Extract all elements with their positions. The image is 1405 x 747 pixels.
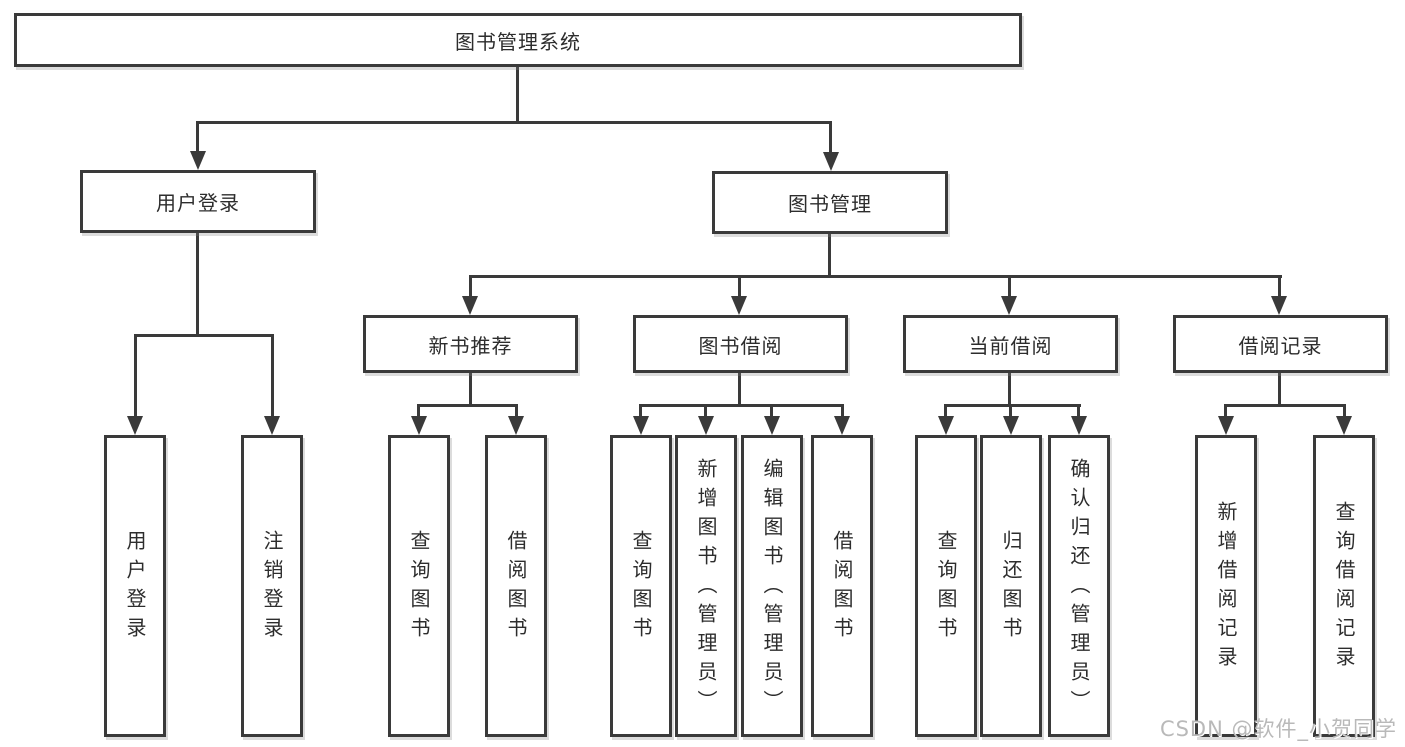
leaf-confirm-return-admin: 确认归还（管理员） — [1048, 435, 1110, 737]
connector-level3-stem-line — [1008, 275, 1011, 298]
connector-leaf-stem-line — [944, 404, 947, 418]
leaf-user-login: 用户登录 — [104, 435, 166, 737]
arrow-down-icon — [1336, 416, 1352, 435]
leaf-query-books-current: 查询图书 — [915, 435, 977, 737]
connector-leaf-stem-line — [1343, 404, 1346, 418]
arrow-down-icon — [731, 296, 747, 315]
arrow-down-icon — [834, 416, 850, 435]
connector-stub-line — [1008, 373, 1011, 407]
connector-root-rail-line — [196, 121, 832, 124]
leaf-edit-books-admin: 编辑图书（管理员） — [741, 435, 803, 737]
connector-rail-line — [1224, 404, 1346, 407]
connector-rail-line — [944, 404, 1081, 407]
leaf-query-borrow-record: 查询借阅记录 — [1313, 435, 1375, 737]
node-library-system: 图书管理系统 — [14, 13, 1022, 67]
connector-level3-stem-line — [1278, 275, 1281, 298]
connector-leaf-stem-line — [1009, 404, 1012, 418]
connector-root-stub-line — [516, 67, 519, 124]
leaf-logout: 注销登录 — [241, 435, 303, 737]
leaf-add-books-admin: 新增图书（管理员） — [675, 435, 737, 737]
leaf-borrow-books-recommend: 借阅图书 — [485, 435, 547, 737]
connector-book-mgmt-stem-line — [829, 121, 832, 153]
arrow-down-icon — [264, 416, 280, 435]
node-borrow-records: 借阅记录 — [1173, 315, 1388, 373]
connector-level3-stem-line — [469, 275, 472, 298]
leaf-borrow-books: 借阅图书 — [811, 435, 873, 737]
arrow-down-icon — [411, 416, 427, 435]
arrow-down-icon — [823, 152, 839, 171]
arrow-down-icon — [462, 296, 478, 315]
arrow-down-icon — [1001, 296, 1017, 315]
arrow-down-icon — [1271, 296, 1287, 315]
arrow-down-icon — [127, 416, 143, 435]
connector-rail-line — [417, 404, 518, 407]
connector-stub-line — [738, 373, 741, 407]
leaf-add-borrow-record: 新增借阅记录 — [1195, 435, 1257, 737]
arrow-down-icon — [764, 416, 780, 435]
connector-leaf-stem-line — [1077, 404, 1080, 418]
connector-leaf-stem-line — [841, 404, 844, 418]
connector-book-mgmt-stub-line — [828, 234, 831, 278]
connector-user-login-stub-line — [196, 233, 199, 337]
csdn-watermark: CSDN @软件_小贺同学 — [1159, 717, 1397, 741]
arrow-down-icon — [1071, 416, 1087, 435]
connector-leaf-stem-line — [271, 334, 274, 418]
leaf-query-books-recommend: 查询图书 — [388, 435, 450, 737]
connector-leaf-stem-line — [704, 404, 707, 418]
arrow-down-icon — [938, 416, 954, 435]
node-current-borrow: 当前借阅 — [903, 315, 1118, 373]
connector-stub-line — [469, 373, 472, 407]
connector-leaf-stem-line — [515, 404, 518, 418]
connector-user-login-stem-line — [196, 121, 199, 153]
arrow-down-icon — [190, 151, 206, 170]
arrow-down-icon — [1003, 416, 1019, 435]
connector-leaf-stem-line — [134, 334, 137, 418]
node-book-management: 图书管理 — [712, 171, 948, 234]
connector-book-mgmt-rail-line — [469, 275, 1282, 278]
connector-user-login-rail-line — [134, 334, 274, 337]
arrow-down-icon — [698, 416, 714, 435]
connector-leaf-stem-line — [639, 404, 642, 418]
connector-leaf-stem-line — [770, 404, 773, 418]
node-new-book-recommend: 新书推荐 — [363, 315, 578, 373]
connector-rail-line — [639, 404, 844, 407]
node-user-login: 用户登录 — [80, 170, 316, 233]
connector-leaf-stem-line — [1224, 404, 1227, 418]
connector-level3-stem-line — [738, 275, 741, 298]
arrow-down-icon — [633, 416, 649, 435]
arrow-down-icon — [1218, 416, 1234, 435]
connector-stub-line — [1278, 373, 1281, 407]
leaf-query-books-borrow: 查询图书 — [610, 435, 672, 737]
node-book-borrow: 图书借阅 — [633, 315, 848, 373]
leaf-return-books: 归还图书 — [980, 435, 1042, 737]
arrow-down-icon — [508, 416, 524, 435]
connector-leaf-stem-line — [417, 404, 420, 418]
